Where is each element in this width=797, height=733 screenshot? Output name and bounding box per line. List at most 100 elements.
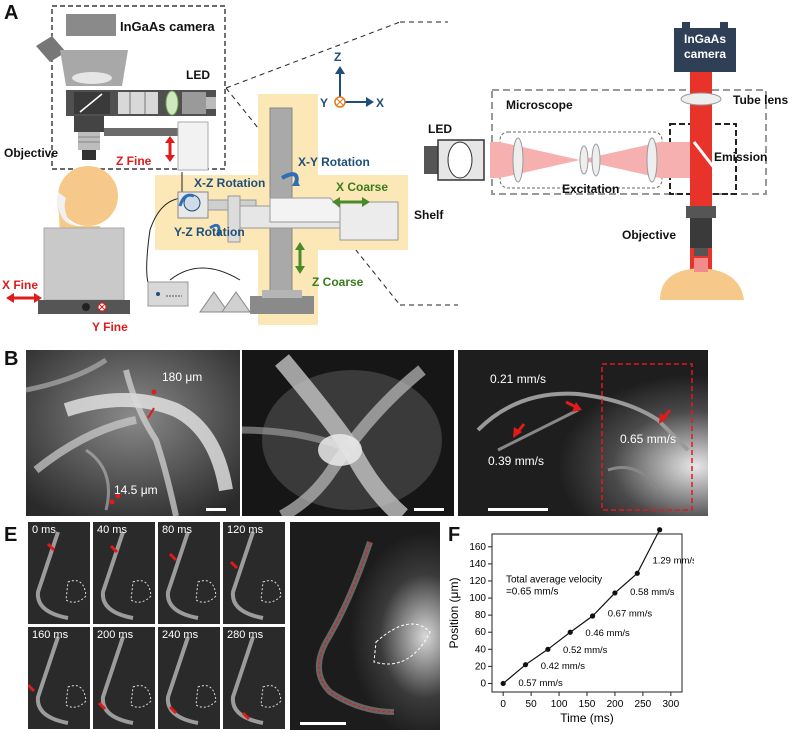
e-frame-image xyxy=(93,627,155,729)
y-tick-label: 40 xyxy=(475,644,487,655)
data-point xyxy=(657,527,663,533)
data-point xyxy=(522,662,529,668)
schematic-camera-line1: InGaAs xyxy=(683,32,726,46)
schematic-camera-label: InGaAs camera xyxy=(674,32,736,62)
y-fine-label: Y Fine xyxy=(92,320,128,334)
annotation-line1: Total average velocity xyxy=(506,575,602,586)
segment-velocity-label: 0.46 mm/s xyxy=(585,628,630,639)
panel-d-vessels xyxy=(458,350,708,516)
y-tick-label: 120 xyxy=(469,576,486,587)
tube-lens-label: Tube lens xyxy=(733,93,789,107)
e-frame: 40 ms xyxy=(93,522,155,624)
x-tick-label: 0 xyxy=(500,699,506,710)
y-axis-label: Position (μm) xyxy=(447,578,461,649)
y-tick-label: 80 xyxy=(475,610,487,621)
x-tick-label: 300 xyxy=(662,699,679,710)
e-frame-time: 0 ms xyxy=(32,524,56,536)
d-velocity-065: 0.65 mm/s xyxy=(620,432,677,446)
e-frame: 160 ms xyxy=(28,627,90,729)
data-point xyxy=(612,590,618,596)
x-coarse-label: X Coarse xyxy=(336,180,389,194)
e-frame-arrow xyxy=(97,701,107,711)
panel-e-letter: E xyxy=(4,524,18,546)
data-point xyxy=(500,680,506,687)
panel-b-vessels xyxy=(26,350,240,516)
x-fine-label: X Fine xyxy=(2,278,39,292)
y-tick-label: 100 xyxy=(469,593,486,604)
e-frame-time: 80 ms xyxy=(162,524,192,536)
panel-b-letter: B xyxy=(4,348,19,370)
panel-e-trajectory xyxy=(290,522,440,730)
shelf-label: Shelf xyxy=(414,208,444,222)
y-tick-label: 160 xyxy=(469,542,486,553)
d-velocity-039: 0.39 mm/s xyxy=(488,454,545,468)
segment-velocity-label: 0.52 mm/s xyxy=(563,645,608,656)
e-frame: 280 ms xyxy=(223,627,285,729)
data-point xyxy=(567,629,573,635)
x-axis-label: Time (ms) xyxy=(560,711,614,725)
axis-x-label: X xyxy=(376,96,385,110)
e-frame-time: 280 ms xyxy=(227,629,264,641)
e-frame-time: 200 ms xyxy=(97,629,134,641)
camera-body xyxy=(36,14,128,86)
e-frame: 200 ms xyxy=(93,627,155,729)
axis-z-label: Z xyxy=(334,50,342,64)
series-line xyxy=(502,529,661,684)
e-frame: 120 ms xyxy=(223,522,285,624)
y-tick-label: 0 xyxy=(480,678,486,689)
d-velocity-021: 0.21 mm/s xyxy=(490,372,547,386)
data-point xyxy=(589,613,596,619)
data-point xyxy=(545,646,551,652)
e-frame-image xyxy=(93,522,155,624)
panel-e-trajectory-image xyxy=(290,522,440,730)
segment-velocity-label: 0.58 mm/s xyxy=(630,587,675,598)
panel-e-frames: 0 ms 40 ms 80 ms 120 ms 160 ms 200 ms 240 ms 28… xyxy=(28,522,288,730)
e-frame-arrow xyxy=(241,711,251,721)
b-label-14um: 14.5 μm xyxy=(114,483,158,497)
y-tick-label: 60 xyxy=(475,627,487,638)
segment-velocity-label: 0.67 mm/s xyxy=(608,608,653,619)
e-frame-arrow xyxy=(168,552,178,562)
panel-c-image xyxy=(242,350,454,516)
schematic-led-label: LED xyxy=(428,122,452,136)
schematic-objective-label: Objective xyxy=(622,228,677,242)
e-frame-time: 40 ms xyxy=(97,524,127,536)
e-frame: 240 ms xyxy=(158,627,220,729)
e-frame-time: 240 ms xyxy=(162,629,199,641)
e-frame-arrow xyxy=(46,542,56,552)
x-tick-label: 150 xyxy=(579,699,596,710)
excitation-label: Excitation xyxy=(562,182,620,196)
panel-a-letter: A xyxy=(4,2,19,24)
led-label: LED xyxy=(186,68,210,82)
e-frame-image xyxy=(158,522,220,624)
panel-d-image: 0.21 mm/s 0.39 mm/s 0.65 mm/s xyxy=(458,350,708,516)
e-frame-image xyxy=(223,522,285,624)
e-frame-time: 120 ms xyxy=(227,524,264,536)
e-frame-arrow xyxy=(168,705,178,715)
x-tick-label: 250 xyxy=(635,699,652,710)
z-coarse-label: Z Coarse xyxy=(312,275,364,289)
xy-rotation-label: X-Y Rotation xyxy=(298,155,370,169)
emission-label: Emission xyxy=(714,150,768,164)
e-frame: 80 ms xyxy=(158,522,220,624)
x-tick-label: 50 xyxy=(526,699,538,710)
camera-label: InGaAs camera xyxy=(120,19,215,34)
x-tick-label: 100 xyxy=(551,699,568,710)
e-frame-arrow xyxy=(28,683,36,693)
z-fine-label: Z Fine xyxy=(116,154,152,168)
subject-head xyxy=(56,166,118,232)
axis-y-label: Y xyxy=(320,96,329,110)
microscope-label: Microscope xyxy=(506,98,573,112)
data-point xyxy=(634,570,640,576)
e-frame-time: 160 ms xyxy=(32,629,69,641)
e-frame-image xyxy=(28,522,90,624)
segment-velocity-label: 0.57 mm/s xyxy=(518,678,563,689)
panel-c-vessels xyxy=(242,350,454,516)
objective-label: Objective xyxy=(4,146,59,160)
yz-rotation-label: Y-Z Rotation xyxy=(174,225,245,239)
e-frame-arrow xyxy=(109,544,119,554)
e-frame-arrow xyxy=(229,560,239,570)
e-frame: 0 ms xyxy=(28,522,90,624)
schematic-camera-line2: camera xyxy=(683,47,727,61)
